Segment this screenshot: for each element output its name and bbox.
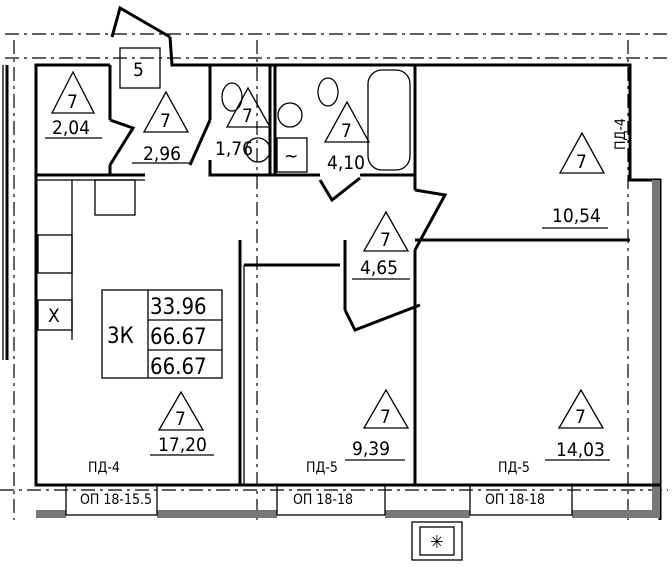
- plan-text: 7: [575, 406, 586, 428]
- room-labels: 72,04 72,96 71,76 74,10 710,54 74,65 717…: [45, 70, 610, 461]
- room-14-03: 714,03: [545, 388, 610, 461]
- toilet-icon: [221, 82, 243, 112]
- axis-lines: [0, 33, 668, 520]
- living-area: 33.96: [150, 295, 207, 320]
- plan-text: 7: [67, 91, 78, 113]
- plan-line: [343, 303, 421, 332]
- plan-line: [419, 526, 455, 556]
- plan-text: 7: [576, 151, 587, 173]
- total-area: 66.67: [150, 325, 207, 350]
- door-mark: ПД-4: [88, 460, 120, 476]
- plan-text: 4,65: [360, 257, 398, 279]
- window-label: ОП 18-18: [485, 492, 545, 508]
- door-mark: ПД-5: [306, 460, 338, 476]
- plan-line: [413, 188, 448, 251]
- room-10-54: 710,54: [542, 131, 608, 229]
- plan-line: [411, 521, 463, 561]
- plan-line: [558, 131, 606, 174]
- plan-line: [208, 160, 320, 177]
- plan-line: [101, 289, 223, 379]
- plan-line: [157, 390, 205, 431]
- plan-line: [108, 118, 136, 166]
- room-2-96: 72,96: [132, 90, 190, 165]
- window-label: ОП 18-15.5: [80, 492, 152, 508]
- plan-text: 4,10: [327, 152, 365, 174]
- door-mark: ПД-5: [498, 460, 530, 476]
- door-mark: ПД-4: [613, 118, 629, 150]
- wall-hatch: [652, 180, 660, 518]
- plan-text: 7: [380, 406, 391, 428]
- washing-machine-icon: [276, 137, 308, 173]
- plan-text: 9,39: [352, 438, 390, 460]
- plan-text: 2,96: [143, 143, 181, 165]
- room-2-04: 72,04: [45, 70, 102, 139]
- window-label: ОП 18-18: [293, 492, 353, 508]
- plan-line: [323, 100, 371, 143]
- plan-line: [362, 388, 410, 429]
- plan-text: 7: [242, 105, 253, 127]
- apartment-summary: 3К 33.96 66.67 66.67: [101, 289, 223, 380]
- wall-hatch: [36, 510, 66, 518]
- room-4-65: 74,65: [352, 210, 410, 280]
- windows: ОП 18-15.5 ОП 18-18 ОП 18-18: [65, 484, 573, 516]
- plan-text: 2,04: [52, 117, 90, 139]
- plan-text: 1,76: [215, 138, 253, 160]
- apartment-type: 3К: [107, 324, 134, 349]
- room-1-76: 71,76: [215, 86, 272, 160]
- plan-line: [276, 484, 386, 516]
- fixtures: 5 X ~: [37, 47, 411, 340]
- plan-line: [110, 5, 171, 39]
- plan-line: [225, 86, 272, 128]
- plan-line: [362, 210, 410, 252]
- room-9-39: 79,39: [345, 388, 410, 461]
- plan-text: 14,03: [556, 439, 605, 461]
- plan-line: [188, 119, 212, 166]
- box-5: [119, 47, 161, 89]
- wall-hatch: [572, 510, 660, 518]
- sink-icon: [94, 179, 136, 216]
- plan-line: [557, 388, 605, 429]
- shower-drain-icon: [245, 137, 271, 163]
- box-label: 5: [133, 59, 144, 81]
- plan-line: [50, 70, 96, 114]
- plan-text: 7: [341, 120, 352, 142]
- wall-hatch: [157, 510, 277, 518]
- washbasin-icon: [277, 102, 303, 128]
- room-17-20: 717,20: [150, 390, 214, 456]
- plan-text: 17,20: [158, 434, 207, 456]
- plan-line: [469, 484, 573, 516]
- stove-icon: [37, 234, 73, 274]
- total-area-with-balcony: 66.67: [150, 355, 207, 380]
- plan-line: [318, 176, 361, 203]
- plan-text: 7: [380, 229, 391, 251]
- vent-box: ✳: [411, 521, 463, 561]
- vent-icon: ✳: [430, 532, 444, 553]
- plan-text: 7: [175, 408, 186, 430]
- appliance-mark: X: [48, 305, 60, 327]
- washer-box: [37, 299, 73, 331]
- toilet-icon: [317, 77, 339, 107]
- room-4-10: 74,10: [323, 100, 371, 174]
- plan-line: [65, 484, 158, 516]
- wall-hatch: [385, 510, 470, 518]
- plan-text: 10,54: [552, 205, 601, 227]
- washer-mark: ~: [284, 145, 298, 167]
- door-marks: ПД-4 ПД-4 ПД-5 ПД-5: [88, 118, 629, 476]
- door-swings: [108, 5, 448, 332]
- plan-line: [142, 90, 190, 133]
- bathtub-icon: [367, 69, 411, 171]
- plan-text: 7: [160, 110, 171, 132]
